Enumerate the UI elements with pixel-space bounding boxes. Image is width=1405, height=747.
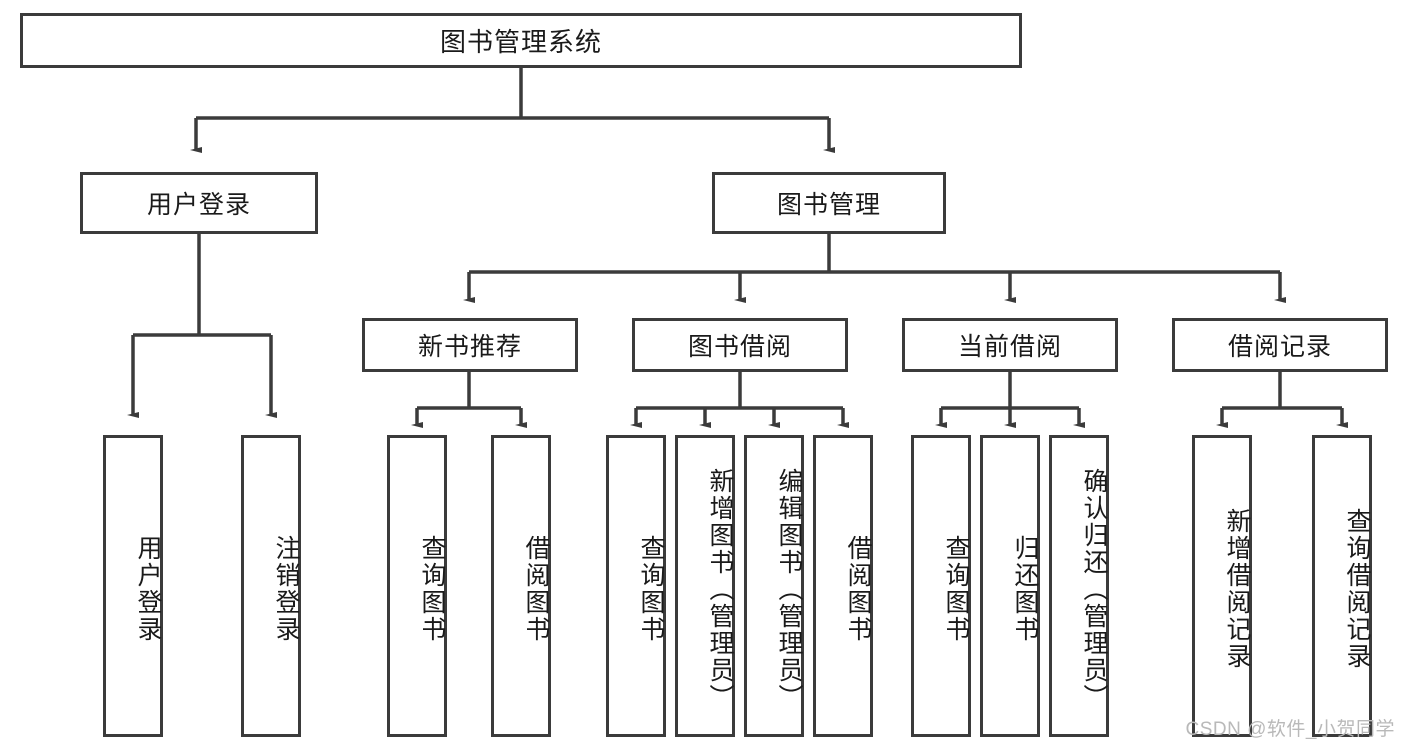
node-label: 注销登录: [272, 535, 300, 643]
node-label: 借阅记录: [1227, 333, 1332, 361]
node-borrow-record[interactable]: 借阅记录: [1172, 318, 1388, 372]
node-label: 查询图书: [637, 535, 665, 643]
node-label: 查询借阅记录: [1343, 508, 1371, 670]
node-leaf-add-record[interactable]: 新增借阅记录: [1192, 435, 1252, 737]
node-label: 新书推荐: [417, 333, 522, 361]
node-label: 借阅图书: [522, 535, 550, 643]
node-leaf-borrow-book-1[interactable]: 借阅图书: [491, 435, 551, 737]
node-label: 归还图书: [1011, 535, 1039, 643]
node-user-login[interactable]: 用户登录: [80, 172, 318, 234]
node-leaf-edit-book[interactable]: 编辑图书（管理员）: [744, 435, 804, 737]
node-label: 用户登录: [146, 191, 251, 219]
node-label: 图书管理: [776, 191, 881, 219]
watermark-text: CSDN @软件_小贺同学: [1185, 719, 1395, 740]
node-leaf-query-book-1[interactable]: 查询图书: [387, 435, 447, 737]
node-new-book-recommend[interactable]: 新书推荐: [362, 318, 578, 372]
node-book-borrow[interactable]: 图书借阅: [632, 318, 848, 372]
node-label: 查询图书: [418, 535, 446, 643]
node-current-borrow[interactable]: 当前借阅: [902, 318, 1118, 372]
node-label: 查询图书: [942, 535, 970, 643]
node-label: 图书管理系统: [439, 27, 602, 57]
node-label: 用户登录: [134, 535, 162, 643]
node-label: 借阅图书: [844, 535, 872, 643]
node-root-book-management-system[interactable]: 图书管理系统: [20, 13, 1022, 68]
node-leaf-borrow-book-2[interactable]: 借阅图书: [813, 435, 873, 737]
node-leaf-add-book[interactable]: 新增图书（管理员）: [675, 435, 735, 737]
node-leaf-query-book-3[interactable]: 查询图书: [911, 435, 971, 737]
node-leaf-return-book[interactable]: 归还图书: [980, 435, 1040, 737]
node-book-management[interactable]: 图书管理: [712, 172, 946, 234]
node-leaf-confirm-return[interactable]: 确认归还（管理员）: [1049, 435, 1109, 737]
node-label: 图书借阅: [687, 333, 792, 361]
node-leaf-query-record[interactable]: 查询借阅记录: [1312, 435, 1372, 737]
node-leaf-query-book-2[interactable]: 查询图书: [606, 435, 666, 737]
node-label: 新增借阅记录: [1223, 508, 1251, 670]
node-leaf-logout-login[interactable]: 注销登录: [241, 435, 301, 737]
node-label: 新增图书（管理员）: [706, 467, 734, 711]
node-label: 编辑图书（管理员）: [775, 467, 803, 711]
node-leaf-user-login[interactable]: 用户登录: [103, 435, 163, 737]
node-label: 确认归还（管理员）: [1080, 467, 1108, 711]
node-label: 当前借阅: [957, 333, 1062, 361]
